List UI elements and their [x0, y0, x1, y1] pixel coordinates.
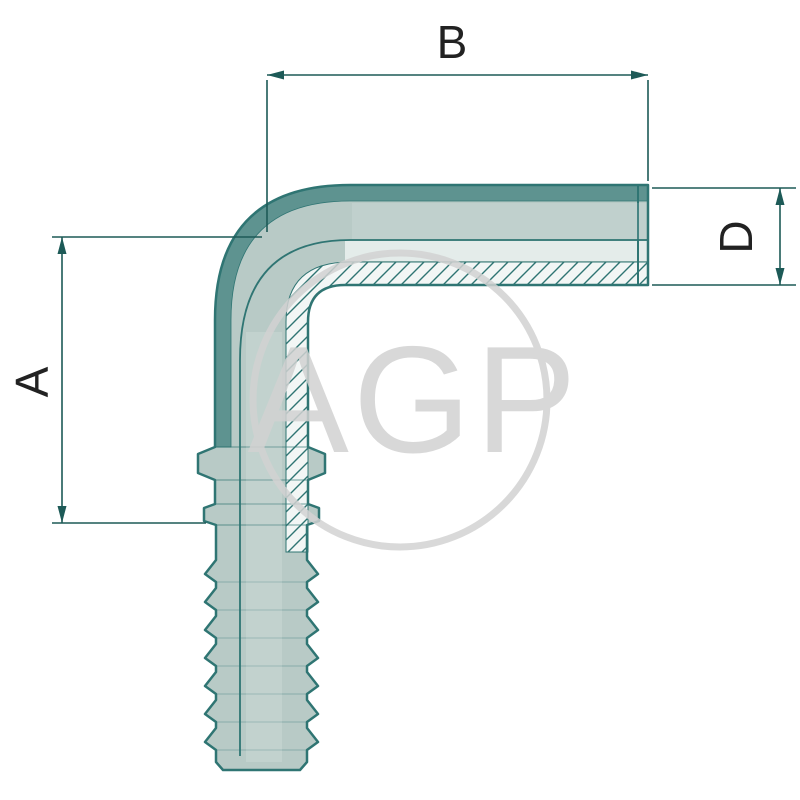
dimension-b-label: B: [437, 16, 468, 68]
dimension-b-arrow-right: [631, 70, 648, 80]
dimension-d-arrow-top: [775, 188, 785, 205]
dimension-a: A: [6, 236, 262, 524]
dimension-d-label: D: [710, 220, 762, 253]
fitting-body: [198, 185, 648, 770]
bore-wall-line: [239, 239, 648, 756]
fitting-outline: [196, 183, 650, 772]
dimension-a-extension-lines: [52, 236, 262, 524]
dimension-b-arrow-left: [267, 70, 284, 80]
barb-ridge-lines: [217, 581, 306, 751]
dimension-b: B: [266, 16, 649, 232]
dimension-d: D: [652, 187, 796, 286]
dimension-b-extension-lines: [266, 80, 649, 232]
watermark-circle-icon: [249, 249, 551, 551]
dimension-d-arrow-bottom: [775, 268, 785, 285]
dimension-d-extension-lines: [652, 187, 796, 286]
arm-highlight: [352, 203, 648, 239]
dimension-a-arrow-top: [57, 237, 67, 254]
dimension-a-arrow-bottom: [57, 506, 67, 523]
dimension-a-label: A: [6, 366, 58, 397]
watermark-text: AGP: [248, 315, 581, 485]
watermark: AGP: [248, 249, 581, 551]
